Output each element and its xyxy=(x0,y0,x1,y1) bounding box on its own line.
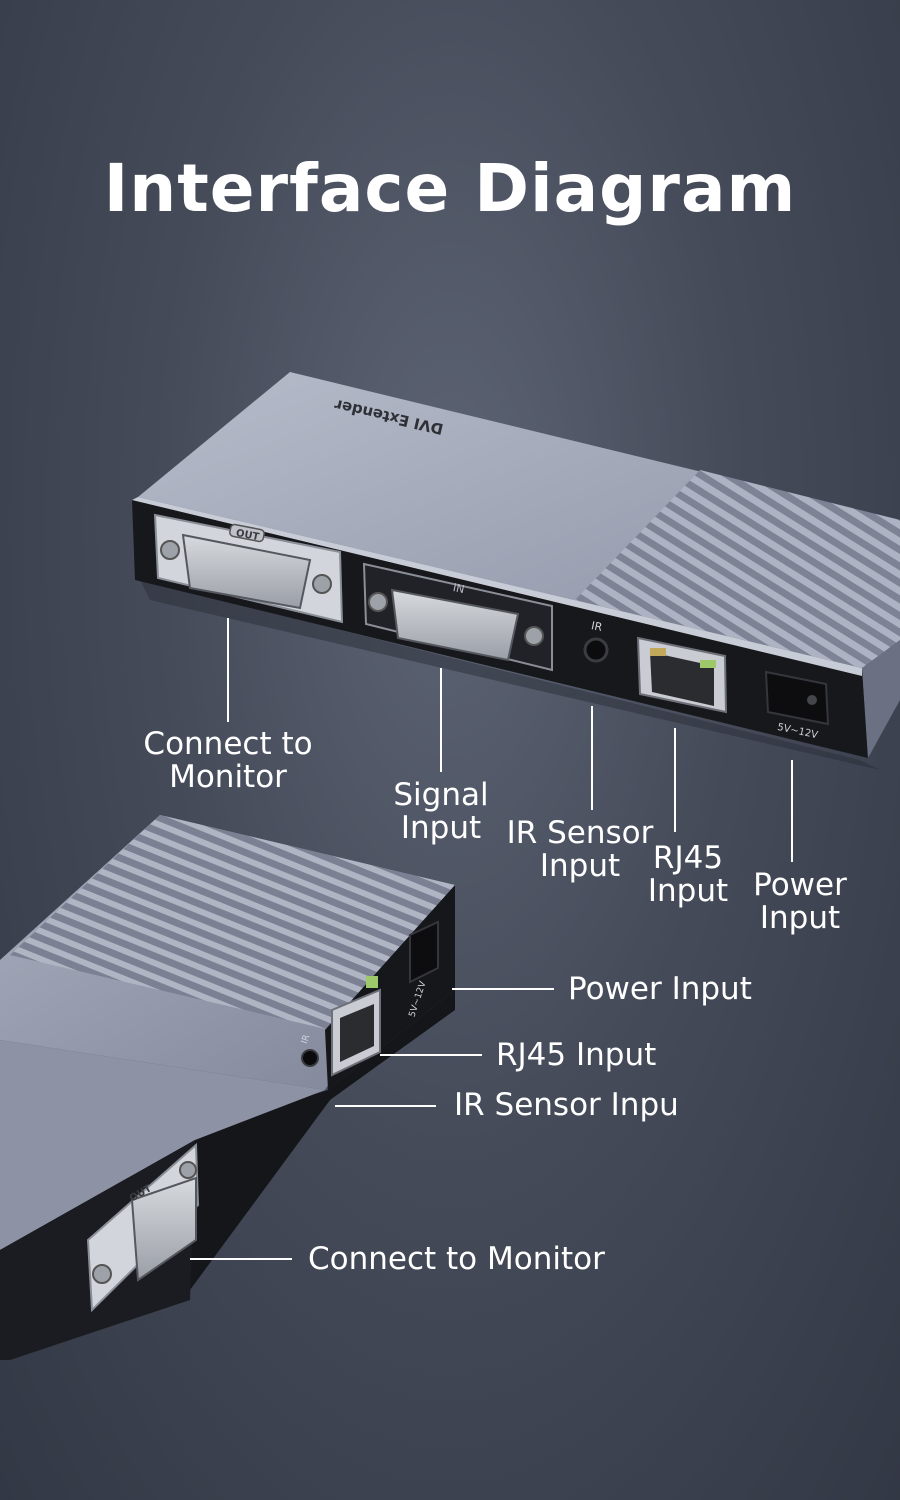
page-title: Interface Diagram xyxy=(0,150,900,227)
label-upper-connect-monitor: Connect to Monitor xyxy=(128,728,328,794)
label-line: Connect to xyxy=(128,728,328,761)
label-lower-power-input: Power Input xyxy=(568,973,752,1006)
label-line: Input xyxy=(630,875,746,908)
label-line: Power xyxy=(738,869,862,902)
label-line: Monitor xyxy=(128,761,328,794)
label-line: RJ45 xyxy=(630,842,746,875)
label-upper-power-input: Power Input xyxy=(738,869,862,935)
label-line: Signal xyxy=(371,779,511,812)
lower-ir-jack xyxy=(302,1050,318,1066)
upper-ir-jack xyxy=(585,639,607,661)
label-line: Input xyxy=(371,812,511,845)
label-line: Input xyxy=(738,902,862,935)
upper-device xyxy=(132,372,900,770)
label-lower-ir-sensor-input: IR Sensor Inpu xyxy=(454,1089,679,1122)
label-lower-rj45-input: RJ45 Input xyxy=(496,1039,656,1072)
label-upper-signal-input: Signal Input xyxy=(371,779,511,845)
lower-device xyxy=(0,815,455,1360)
label-lower-connect-monitor: Connect to Monitor xyxy=(308,1243,605,1276)
label-upper-rj45-input: RJ45 Input xyxy=(630,842,746,908)
